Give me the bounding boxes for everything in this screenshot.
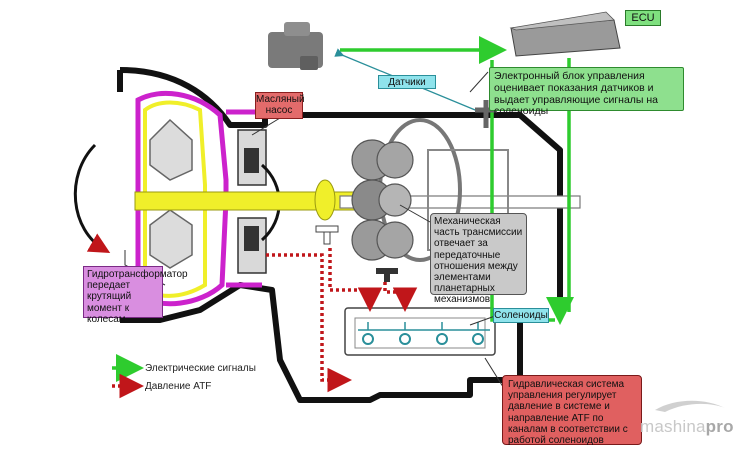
solenoid-icons (358, 322, 490, 345)
watermark: mashinapro (640, 417, 734, 436)
solenoids-label: Соленоиды (493, 308, 549, 323)
pressure-fitting-icon (315, 225, 398, 282)
oil-pump-icon (237, 129, 281, 274)
hydraulic-system-label: Гидравлическая система управления регули… (502, 375, 642, 446)
watermark-logo-icon (655, 400, 725, 412)
legend-atf-label: Давление ATF (145, 381, 212, 392)
planetary-gearset-icon (351, 118, 509, 262)
ecu-description: Электронный блок управления оценивает по… (489, 67, 684, 117)
torque-converter-label: Гидротрансформатор передает крутящий мом… (83, 266, 188, 325)
sensors-label: Датчики (378, 75, 436, 89)
ecu-label: ECU (625, 10, 661, 26)
watermark-part2: pro (705, 417, 734, 436)
rotation-arrow-icon (73, 143, 111, 253)
watermark-part1: mashina (640, 417, 706, 436)
oil-pump-label: Масляный насос (255, 92, 305, 119)
atf-pressure-lines (266, 248, 418, 393)
speed-sensor-icon (268, 22, 323, 70)
mechanical-part-label: Механическая часть трансмиссии отвечает … (430, 213, 527, 305)
legend-electric-label: Электрические сигналы (145, 363, 256, 374)
valve-body (344, 307, 496, 356)
ecu-unit-icon (509, 11, 621, 57)
